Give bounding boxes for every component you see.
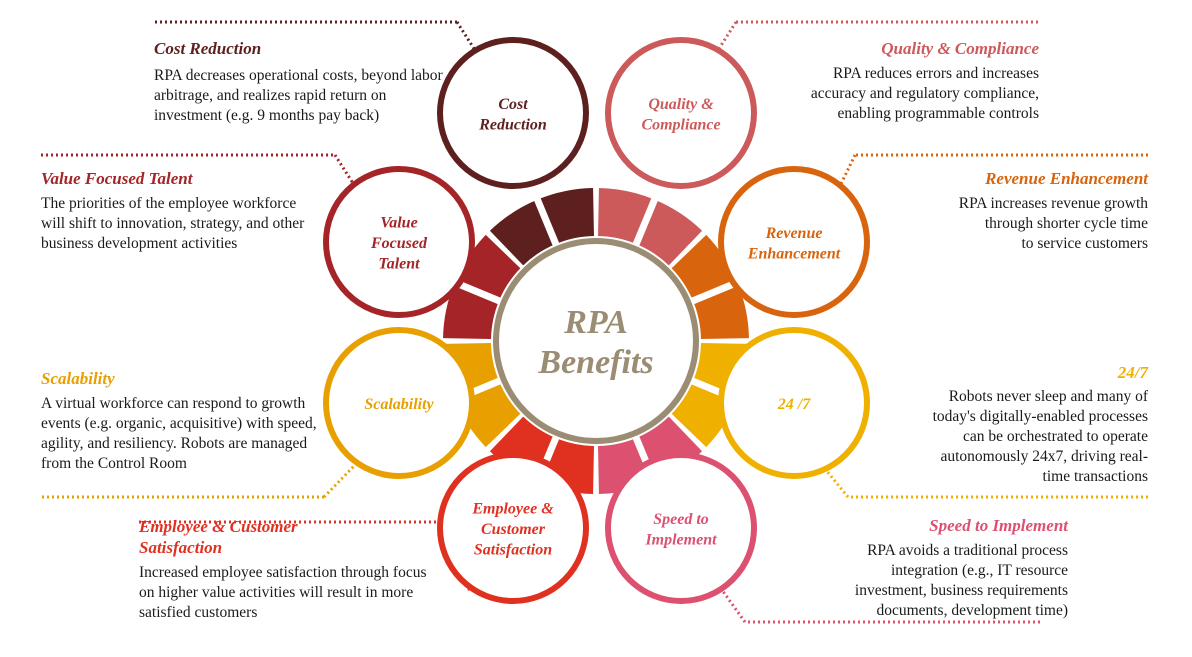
- quality-compliance-description: RPA reduces errors and increases accurac…: [810, 65, 1039, 122]
- employee-customer-satisfaction-circle-label: Employee &: [471, 501, 554, 518]
- speed-to-implement-wedge: [598, 416, 703, 494]
- wedge-gap: [629, 175, 668, 255]
- scalability-title: Scalability: [41, 369, 115, 388]
- employee-customer-satisfaction-description: Increased employee satisfaction through …: [139, 564, 427, 621]
- value-focused-talent-leader-line: [41, 153, 358, 189]
- cost-reduction-circle-label: Cost: [498, 96, 528, 113]
- center-title-line2: Benefits: [537, 344, 653, 381]
- cost-reduction-title: Cost Reduction: [154, 39, 262, 58]
- speed-to-implement-title: Speed to Implement: [929, 516, 1068, 535]
- twenty-four-seven-circle: [718, 327, 870, 479]
- value-focused-talent-title: Value Focused Talent: [41, 169, 193, 188]
- center-circle: [493, 238, 699, 444]
- quality-compliance-circle-label: Compliance: [641, 116, 720, 133]
- speed-to-implement-circle-label: Speed to: [653, 511, 709, 528]
- value-focused-talent-description: The priorities of the employee workforce…: [41, 195, 305, 252]
- speed-to-implement-description: RPA avoids a traditional process integra…: [854, 542, 1068, 619]
- value-focused-talent-wedge: [443, 234, 521, 339]
- employee-customer-satisfaction-circle-label: Satisfaction: [474, 542, 552, 559]
- center-title-line1: RPA: [563, 304, 628, 341]
- quality-compliance-title: Quality & Compliance: [881, 39, 1039, 58]
- employee-customer-satisfaction-title: Employee & Customer Satisfaction: [139, 517, 298, 557]
- quality-compliance-leader-line: [713, 20, 1038, 56]
- employee-customer-satisfaction-wedge: [489, 416, 594, 494]
- revenue-enhancement-description: RPA increases revenue growth through sho…: [958, 195, 1148, 252]
- cost-reduction-description: RPA decreases operational costs, beyond …: [154, 67, 443, 124]
- wedge-gap: [524, 175, 563, 255]
- scalability-leader-line: [41, 463, 357, 499]
- value-focused-talent-circle-label: Value: [380, 215, 417, 232]
- scalability-circle-label: Scalability: [364, 396, 434, 413]
- speed-to-implement-circle: [605, 452, 757, 604]
- twenty-four-seven-title: 24/7: [1117, 363, 1148, 382]
- twenty-four-seven-circle-label: 24 /7: [777, 396, 811, 413]
- quality-compliance-circle-label: Quality &: [648, 96, 714, 113]
- cost-reduction-circle: [437, 37, 589, 189]
- value-focused-talent-circle-label: Focused: [370, 235, 428, 252]
- employee-customer-satisfaction-circle-label: Customer: [481, 521, 546, 538]
- cost-reduction-wedge: [489, 188, 594, 266]
- revenue-enhancement-circle-label: Revenue: [765, 225, 823, 242]
- quality-compliance-circle: [605, 37, 757, 189]
- quality-compliance-wedge: [598, 188, 703, 266]
- revenue-enhancement-leader-line: [836, 153, 1148, 191]
- scalability-circle: [323, 327, 475, 479]
- twenty-four-seven-leader-line: [824, 469, 1148, 499]
- revenue-enhancement-circle: [718, 166, 870, 318]
- value-focused-talent-circle: [323, 166, 475, 318]
- revenue-enhancement-circle-label: Enhancement: [747, 245, 841, 262]
- revenue-enhancement-wedge: [671, 234, 749, 339]
- cost-reduction-circle-label: Reduction: [478, 116, 547, 133]
- speed-to-implement-leader-line: [720, 589, 1040, 624]
- speed-to-implement-circle-label: Implement: [644, 531, 717, 548]
- twenty-four-seven-description: Robots never sleep and many of today's d…: [932, 388, 1148, 485]
- employee-customer-satisfaction-circle: [437, 452, 589, 604]
- value-focused-talent-circle-label: Talent: [378, 256, 420, 273]
- revenue-enhancement-title: Revenue Enhancement: [985, 169, 1148, 188]
- scalability-description: A virtual workforce can respond to growt…: [41, 395, 317, 472]
